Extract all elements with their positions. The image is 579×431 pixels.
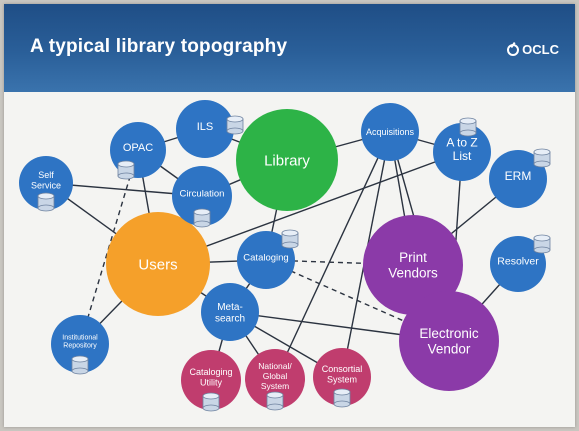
edge-acquisitions-national [274,131,391,380]
node-cataloging-circle [237,231,295,289]
node-print-label: Vendors [388,265,438,280]
database-icon [333,388,351,408]
node-users: Users [106,212,210,316]
edge-cataloging-print [265,259,414,266]
oclc-logo: OCLC [507,42,559,57]
database-icon [281,229,299,249]
node-ils-label: ILS [197,121,214,133]
node-self-circle [19,156,73,210]
node-national-circle [245,349,305,409]
node-circulation-circle [172,166,232,226]
node-repository-circle [51,315,109,373]
node-erm: ERM [489,148,551,208]
node-metasearch: Meta-search [201,283,259,341]
node-resolver: Resolver [490,234,551,292]
node-print-circle [363,215,463,315]
node-catutility-label: Utility [200,377,222,387]
node-cataloging-label: Cataloging [243,252,288,263]
slide-title: A typical library topography [30,36,288,57]
node-atoz-label: A to Z [446,135,477,149]
node-users-circle [106,212,210,316]
node-atoz-circle [433,123,491,181]
node-atoz-label: List [453,149,472,163]
database-icon [71,355,89,375]
node-users-label: Users [138,256,177,273]
oclc-logo-text: OCLC [522,42,559,57]
node-repository-label: Institutional [62,334,98,341]
node-resolver-circle [490,236,546,292]
slide-header: A typical library topography OCLC [4,4,575,92]
node-cataloging: Cataloging [237,229,299,289]
edge-users-atoz [157,151,463,265]
node-evendor-label: Electronic [419,326,479,341]
node-circulation-label: Circulation [180,188,225,199]
node-self-label: Self [38,170,54,180]
node-self-label: Service [31,180,61,190]
node-erm-circle [489,150,547,208]
node-catutility-circle [181,350,241,410]
database-icon [37,192,55,212]
node-national-label: System [261,381,289,391]
node-library: Library [236,109,338,211]
node-metasearch-label: search [215,313,245,324]
node-metasearch-circle [201,283,259,341]
node-repository-label: Repository [63,342,97,349]
database-icon [202,392,220,412]
node-catutility-label: Cataloging [189,367,232,377]
node-metasearch-label: Meta- [217,302,243,313]
database-icon [533,234,551,254]
node-evendor-label: Vendor [428,341,471,356]
database-icon [459,117,477,137]
node-acquisitions: Acquisitions [361,103,419,161]
node-national-label: Global [263,371,288,381]
node-erm-label: ERM [505,169,532,183]
node-acquisitions-label: Acquisitions [366,127,415,137]
database-icon [266,391,284,411]
node-consortial-label: Consortial [322,364,363,374]
database-icon [117,160,135,180]
node-resolver-label: Resolver [497,256,539,268]
node-opac: OPAC [110,122,166,180]
database-icon [226,115,244,135]
database-icon [193,208,211,228]
node-evendor-circle [399,291,499,391]
node-library-label: Library [264,152,310,169]
slide: A typical library topography OCLC Librar… [4,4,575,427]
node-consortial-label: System [327,374,357,384]
oclc-logo-icon [507,43,520,56]
node-acquisitions-circle [361,103,419,161]
node-print-label: Print [399,250,427,265]
node-ils-circle [176,100,234,158]
node-opac-label: OPAC [123,142,153,154]
node-circulation: Circulation [172,166,232,228]
node-national-label: National/ [258,361,292,371]
node-library-circle [236,109,338,211]
node-ils: ILS [176,100,244,158]
database-icon [533,148,551,168]
node-consortial-circle [313,348,371,406]
